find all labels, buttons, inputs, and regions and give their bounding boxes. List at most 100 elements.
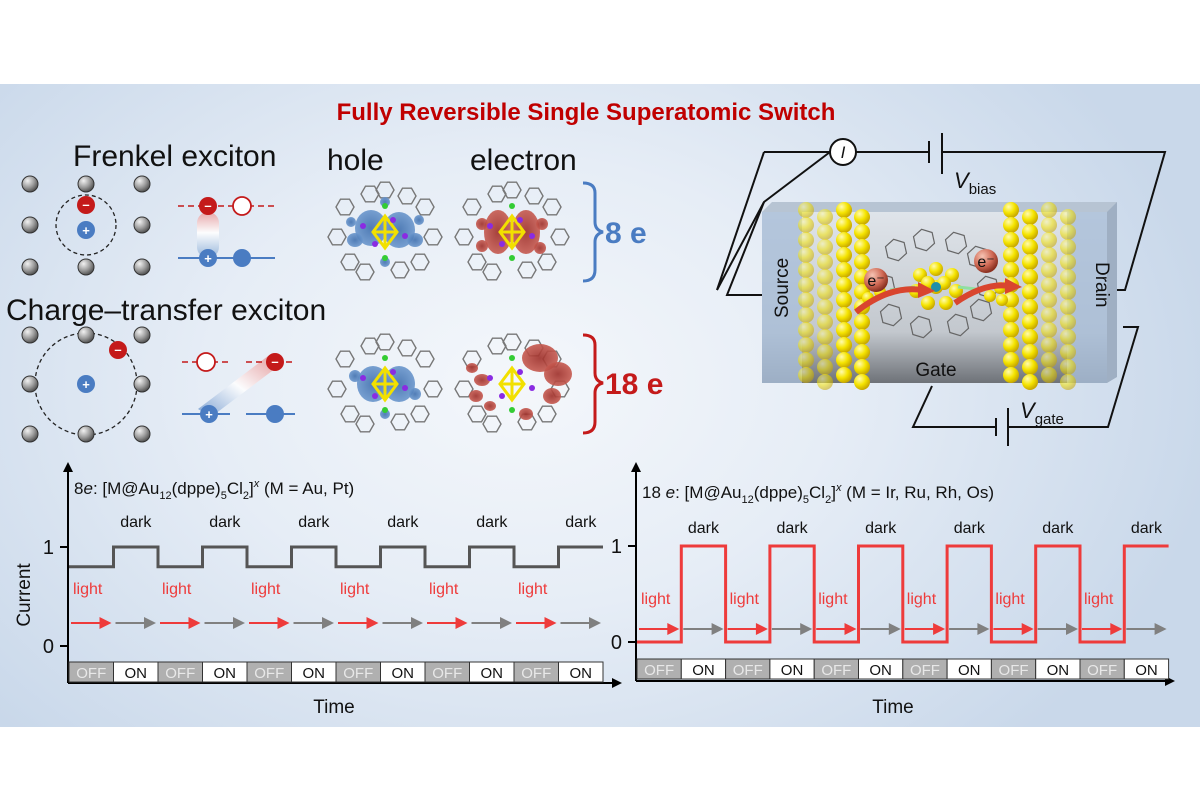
ligand-ring (502, 333, 522, 351)
chart-title: 18 e: [M@Au12(dppe)5Cl2]x (M = Ir, Ru, R… (642, 482, 994, 506)
state-label: OFF (76, 665, 106, 682)
ligand-ring (340, 405, 360, 423)
time-arrowhead (1110, 623, 1123, 635)
frenkel-lattice-diagram: –+ (21, 175, 151, 276)
brace-8e (582, 181, 604, 283)
gold-atom (1022, 344, 1038, 360)
gold-atom (1022, 359, 1038, 375)
phosphorus-atom (517, 369, 523, 375)
orbital-lobe (407, 233, 423, 247)
ligand-ring (415, 350, 435, 368)
chlorine-atom (382, 355, 388, 361)
orbital-lobe (476, 240, 488, 252)
time-arrowhead (888, 623, 901, 635)
gold-atom (817, 359, 833, 375)
ligand-ring (423, 380, 443, 398)
gold-atom (1003, 232, 1019, 248)
state-cell-on (558, 661, 604, 683)
phosphorus-atom (517, 217, 523, 223)
ligand-ring (397, 187, 417, 205)
time-arrowhead (322, 617, 334, 629)
ligand-ring (909, 315, 933, 339)
ligand-ring (482, 263, 502, 281)
orbital-lobe (414, 215, 424, 225)
gold-atom (854, 209, 870, 225)
ligand-ring (335, 198, 355, 216)
filled-state-icon (266, 405, 284, 423)
hole-label: hole (327, 144, 384, 177)
time-arrowhead (500, 617, 512, 629)
orbital-lobe (409, 388, 421, 400)
state-label: ON (214, 665, 237, 682)
chlorine-atom (509, 203, 515, 209)
minus-sign: – (271, 354, 278, 369)
gold-atom (854, 254, 870, 270)
gold-atom (817, 269, 833, 285)
phosphorus-atom (372, 241, 378, 247)
gold-atom (1041, 322, 1057, 338)
gold-atom (1003, 217, 1019, 233)
gold-atom (1041, 232, 1057, 248)
phosphorus-atom (499, 393, 505, 399)
gate-wire (911, 385, 996, 428)
state-label: ON (392, 665, 415, 682)
plus-sign: + (205, 407, 213, 422)
ligand-ring (537, 253, 557, 271)
gold-atom (1060, 284, 1076, 300)
chlorine-atom (382, 255, 388, 261)
ligand-ring (423, 228, 443, 246)
ligand-ring (944, 231, 968, 255)
phosphorus-atom (390, 369, 396, 375)
drain-gold-lattice (1003, 202, 1076, 390)
lattice-site (133, 375, 151, 393)
ligand-ring (390, 413, 410, 431)
y-tick-label-1: 1 (611, 536, 622, 558)
gold-atom (1060, 254, 1076, 270)
phase-label-dark: dark (865, 520, 897, 537)
electron-symbol: e⁻ (977, 254, 994, 271)
time-arrowhead (99, 617, 112, 629)
gold-atom (1060, 374, 1076, 390)
charge-transfer-lattice-diagram: –+ (21, 326, 151, 443)
phase-label-dark: dark (120, 514, 152, 531)
charge-transfer-energy-diagram: – + (182, 352, 295, 423)
time-arrowhead (755, 623, 768, 635)
gold-atom (836, 247, 852, 263)
frenkel-energy-diagram: – + (178, 196, 275, 267)
chart-title: 8e: [M@Au12(dppe)5Cl2]x (M = Au, Pt) (74, 478, 354, 502)
time-arrowhead (233, 617, 245, 629)
phase-label-light: light (518, 581, 548, 598)
state-label: ON (1135, 662, 1158, 679)
gold-atom (1022, 209, 1038, 225)
state-label: ON (570, 665, 593, 682)
phase-label-light: light (907, 591, 937, 608)
electron-particle-icon (199, 197, 217, 215)
chart-8e-switching: 8e: [M@Au12(dppe)5Cl2]x (M = Au, Pt) Cur… (14, 462, 622, 718)
y-axis-label: Current (14, 563, 35, 627)
gold-atom (817, 374, 833, 390)
exciton-section: Frenkel exciton hole electron Charge–tra… (6, 140, 663, 443)
orbital-lobe (355, 210, 387, 246)
ligand-ring (340, 253, 360, 271)
gold-atom (1003, 367, 1019, 383)
bias-wire (716, 151, 831, 291)
figure-title: Fully Reversible Single Superatomic Swit… (337, 99, 836, 126)
time-arrowhead (977, 623, 990, 635)
ligand-ring (884, 238, 908, 262)
time-arrowhead (844, 623, 857, 635)
phase-label-dark: dark (565, 514, 597, 531)
current-meter-label: I (841, 143, 846, 162)
electron-particle-icon (109, 341, 127, 359)
substrate-side-face (1107, 202, 1117, 383)
state-label: OFF (343, 665, 373, 682)
ligand-ring (462, 198, 482, 216)
minus-sign: – (82, 197, 89, 212)
lattice-site (133, 175, 151, 193)
phosphorus-atom (390, 217, 396, 223)
ligand-ring (390, 261, 410, 279)
gold-atom (1022, 299, 1038, 315)
transition-glow (197, 212, 219, 258)
gold-atom (817, 299, 833, 315)
state-label: ON (303, 665, 326, 682)
gold-atom (1041, 202, 1057, 218)
